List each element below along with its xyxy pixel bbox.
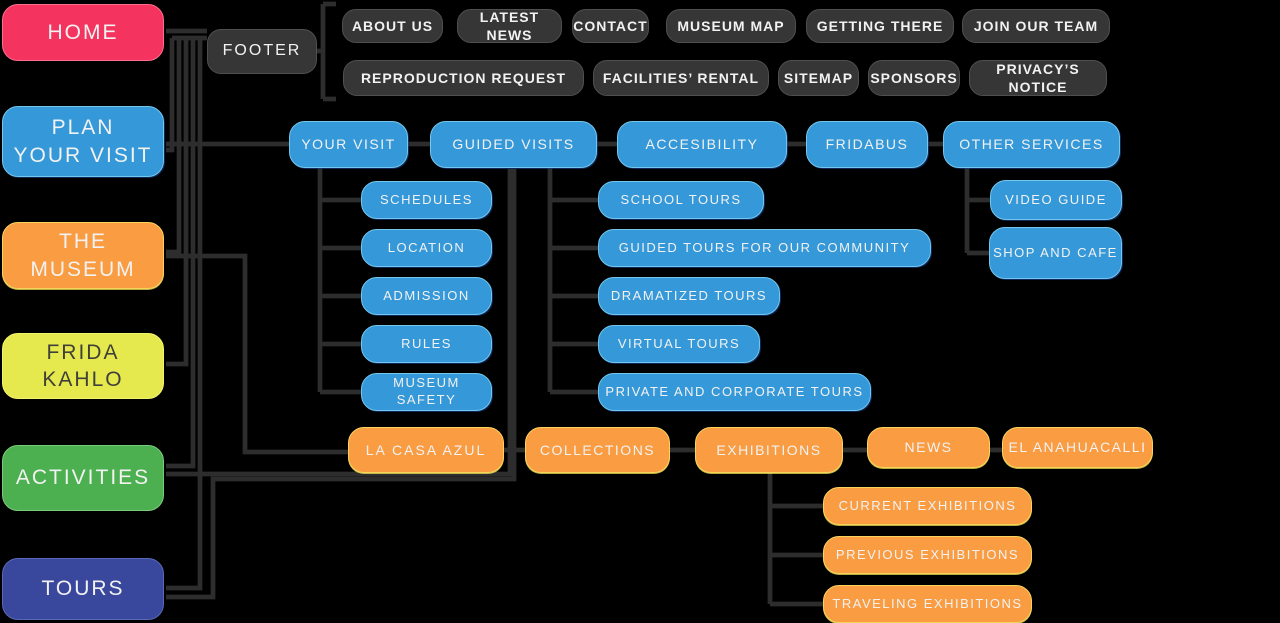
node-previous-exhibitions[interactable]: PREVIOUS EXHIBITIONS bbox=[823, 536, 1032, 574]
node-private-and-corporate-tours[interactable]: PRIVATE AND CORPORATE TOURS bbox=[598, 373, 871, 411]
node-museum-map[interactable]: MUSEUM MAP bbox=[666, 9, 796, 43]
node-other-services[interactable]: OTHER SERVICES bbox=[943, 121, 1120, 168]
node-exhibitions[interactable]: EXHIBITIONS bbox=[695, 427, 843, 473]
node-the-museum[interactable]: THE MUSEUM bbox=[2, 222, 164, 289]
node-news[interactable]: NEWS bbox=[867, 427, 990, 468]
node-traveling-exhibitions[interactable]: TRAVELING EXHIBITIONS bbox=[823, 585, 1032, 623]
node-your-visit[interactable]: YOUR VISIT bbox=[289, 121, 408, 168]
node-plan-your-visit[interactable]: PLAN YOUR VISIT bbox=[2, 106, 164, 177]
node-dramatized-tours[interactable]: DRAMATIZED TOURS bbox=[598, 277, 780, 315]
node-latest-news[interactable]: LATEST NEWS bbox=[457, 9, 562, 43]
node-reproduction-request[interactable]: REPRODUCTION REQUEST bbox=[343, 60, 584, 96]
node-sponsors[interactable]: SPONSORS bbox=[868, 60, 960, 96]
node-getting-there[interactable]: GETTING THERE bbox=[806, 9, 954, 43]
node-guided-tours-community[interactable]: GUIDED TOURS FOR OUR COMMUNITY bbox=[598, 229, 931, 267]
node-school-tours[interactable]: SCHOOL TOURS bbox=[598, 181, 764, 219]
node-about-us[interactable]: ABOUT US bbox=[342, 9, 443, 43]
node-museum-safety[interactable]: MUSEUM SAFETY bbox=[361, 373, 492, 411]
node-la-casa-azul[interactable]: LA CASA AZUL bbox=[348, 427, 504, 473]
node-facilities-rental[interactable]: FACILITIES’ RENTAL bbox=[593, 60, 769, 96]
node-footer[interactable]: FOOTER bbox=[207, 29, 317, 74]
node-tours[interactable]: TOURS bbox=[2, 558, 164, 620]
node-admission[interactable]: ADMISSION bbox=[361, 277, 492, 315]
node-guided-visits[interactable]: GUIDED VISITS bbox=[430, 121, 597, 168]
node-privacys-notice[interactable]: PRIVACY’S NOTICE bbox=[969, 60, 1107, 96]
node-fridabus[interactable]: FRIDABUS bbox=[806, 121, 928, 168]
node-activities[interactable]: ACTIVITIES bbox=[2, 445, 164, 511]
node-schedules[interactable]: SCHEDULES bbox=[361, 181, 492, 219]
node-sitemap[interactable]: SITEMAP bbox=[778, 60, 859, 96]
node-collections[interactable]: COLLECTIONS bbox=[525, 427, 670, 473]
node-shop-and-cafe[interactable]: SHOP AND CAFE bbox=[989, 227, 1122, 279]
node-accesibility[interactable]: ACCESIBILITY bbox=[617, 121, 787, 168]
node-home[interactable]: HOME bbox=[2, 4, 164, 61]
node-location[interactable]: LOCATION bbox=[361, 229, 492, 267]
node-video-guide[interactable]: VIDEO GUIDE bbox=[990, 180, 1122, 220]
node-virtual-tours[interactable]: VIRTUAL TOURS bbox=[598, 325, 760, 363]
node-el-anahuacalli[interactable]: EL ANAHUACALLI bbox=[1002, 427, 1153, 468]
node-contact[interactable]: CONTACT bbox=[572, 9, 649, 43]
node-rules[interactable]: RULES bbox=[361, 325, 492, 363]
node-join-our-team[interactable]: JOIN OUR TEAM bbox=[962, 9, 1110, 43]
node-current-exhibitions[interactable]: CURRENT EXHIBITIONS bbox=[823, 487, 1032, 525]
node-frida-kahlo[interactable]: FRIDA KAHLO bbox=[2, 333, 164, 399]
